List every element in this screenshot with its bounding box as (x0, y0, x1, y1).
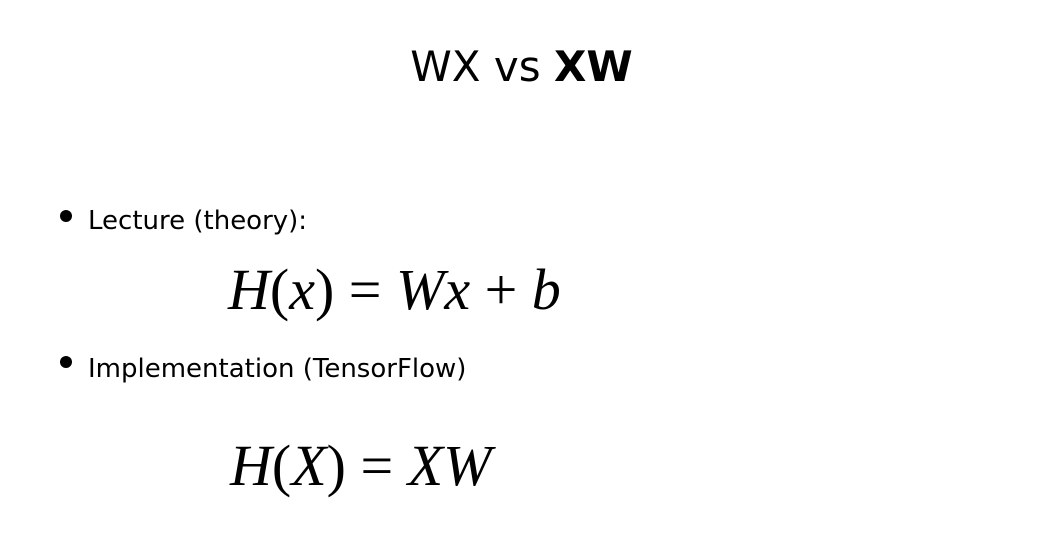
eq-term: XW (407, 433, 492, 498)
title-regular: WX vs (410, 42, 555, 91)
eq-term: ) (314, 257, 335, 322)
eq-term: + (470, 257, 532, 322)
eq-term: ( (269, 257, 290, 322)
bullet-icon (60, 356, 72, 368)
slide-title: WX vs XW (0, 42, 1043, 91)
eq-term: ( (271, 433, 292, 498)
eq-term: b (531, 257, 561, 322)
bullet-icon (60, 210, 72, 222)
equation-implementation: H(X) = XW (230, 432, 491, 499)
eq-term: H (228, 257, 270, 322)
eq-term: x (289, 257, 315, 322)
eq-term: Wx (396, 257, 471, 322)
equation-lecture: H(x) = Wx + b (228, 256, 561, 323)
eq-term: = (334, 257, 397, 322)
eq-term: = (345, 433, 408, 498)
eq-term: ) (326, 433, 346, 498)
title-bold: XW (554, 42, 633, 91)
eq-term: X (291, 433, 327, 498)
bullet-implementation: Implementation (TensorFlow) (88, 354, 467, 384)
eq-term: H (230, 433, 272, 498)
bullet-lecture: Lecture (theory): (88, 206, 308, 236)
